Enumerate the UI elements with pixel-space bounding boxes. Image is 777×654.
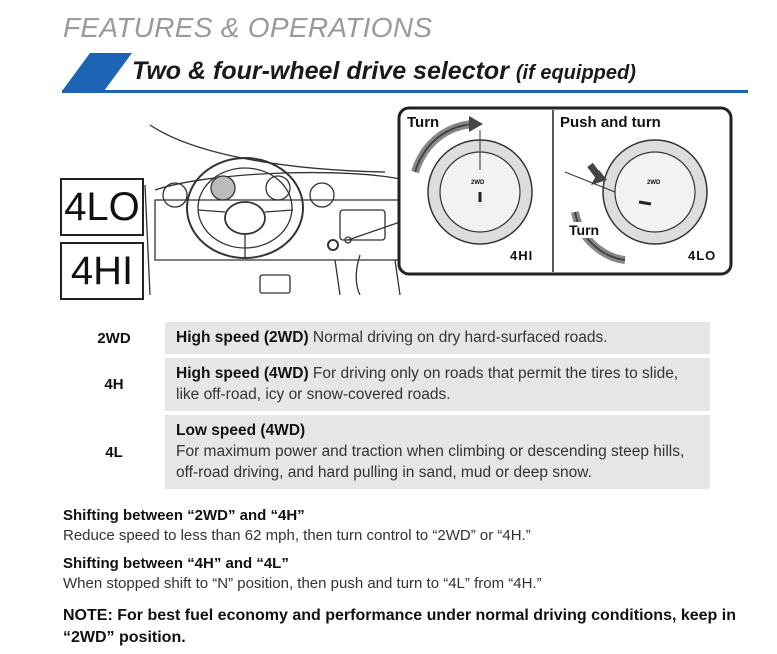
mode-row-2wd: 2WD High speed (2WD) Normal driving on d…	[63, 322, 710, 354]
mode-description: High speed (4WD) For driving only on roa…	[165, 358, 710, 411]
push-and-turn-label: Push and turn	[560, 114, 661, 131]
mode-text: Normal driving on dry hard-surfaced road…	[308, 329, 608, 346]
indicator-4lo: 4LO	[688, 248, 717, 263]
mode-heading: High speed (2WD)	[176, 329, 309, 346]
dashboard-drawing	[144, 106, 733, 296]
mode-heading: Low speed (4WD)	[176, 422, 306, 439]
note-text: NOTE: For best fuel economy and performa…	[63, 607, 736, 646]
mode-code: 4H	[104, 376, 124, 393]
shift-2wd-4h: Shifting between “2WD” and “4H” Reduce s…	[63, 506, 531, 546]
knob-right-2wd-label: 2WD	[647, 180, 661, 186]
mode-description: Low speed (4WD) For maximum power and tra…	[165, 415, 710, 489]
shift-heading: Shifting between “4H” and “4L”	[63, 555, 289, 572]
mode-row-4h: 4H High speed (4WD) For driving only on …	[63, 358, 710, 411]
section-title: FEATURES & OPERATIONS	[63, 12, 433, 43]
turn-label: Turn	[407, 114, 440, 131]
page-title-suffix: (if equipped)	[515, 62, 636, 84]
badge-4lo: 4LO	[60, 178, 144, 236]
mode-text: For maximum power and traction when clim…	[176, 443, 685, 481]
banner-accent	[62, 53, 132, 91]
drive-modes-table: 2WD High speed (2WD) Normal driving on d…	[63, 318, 710, 493]
mode-code: 4L	[105, 443, 123, 461]
indicator-4hi: 4HI	[510, 248, 534, 263]
mode-code: 2WD	[97, 329, 131, 347]
page-title: Two & four-wheel drive selector (if equi…	[132, 57, 636, 86]
push-turn-sub-label: Turn	[567, 222, 602, 238]
page-title-main: Two & four-wheel drive selector	[132, 57, 509, 85]
badge-4hi: 4HI	[60, 242, 144, 300]
shift-text: When stopped shift to “N” position, then…	[63, 575, 542, 592]
knob-left-2wd-label: 2WD	[471, 180, 485, 186]
mode-row-4l: 4L Low speed (4WD) For maximum power and …	[63, 415, 710, 489]
shift-4h-4l: Shifting between “4H” and “4L” When stop…	[63, 554, 542, 594]
shift-heading: Shifting between “2WD” and “4H”	[63, 507, 305, 524]
banner-rule	[62, 90, 748, 93]
mode-heading: High speed (4WD)	[176, 365, 309, 382]
drive-selector-illustration: 4LO 4HI Turn Push and turn Turn 2WD 2WD …	[55, 100, 745, 305]
title-banner: Two & four-wheel drive selector (if equi…	[62, 53, 748, 95]
mode-description: High speed (2WD) Normal driving on dry h…	[165, 322, 710, 354]
mode-text: For driving only on roads that permit th…	[176, 365, 679, 403]
shift-text: Reduce speed to less than 62 mph, then t…	[63, 527, 531, 544]
